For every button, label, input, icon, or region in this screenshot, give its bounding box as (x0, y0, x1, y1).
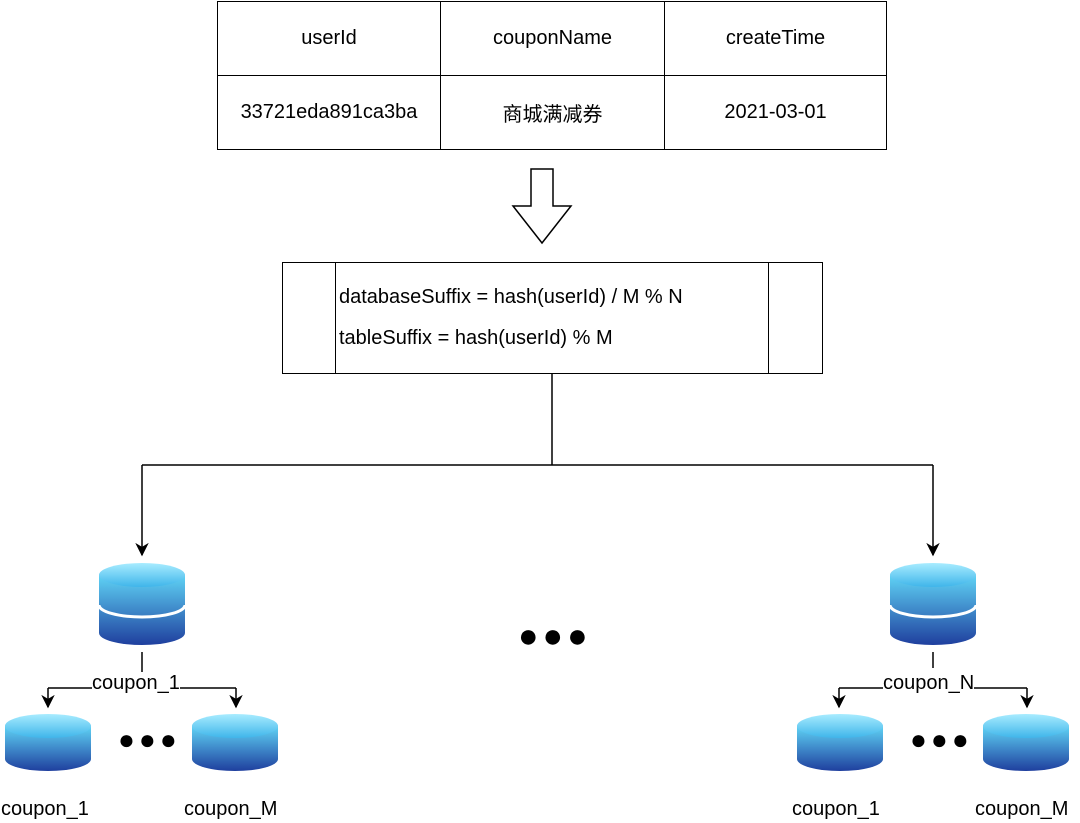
ellipsis: ●●● (518, 617, 592, 655)
database-label: coupon_1 (92, 672, 180, 694)
table-row: 33721eda891ca3ba 商城满减券 2021-03-01 (217, 75, 887, 150)
table-cell: 33721eda891ca3ba (217, 75, 441, 150)
table-disk-icon (192, 714, 278, 771)
formula-line: databaseSuffix = hash(userId) / M % N (339, 286, 683, 308)
table-label: coupon_1 (792, 798, 880, 820)
header-cell: createTime (664, 1, 887, 76)
database-label: coupon_N (883, 672, 975, 694)
table-label: coupon_M (184, 798, 278, 820)
hollow-down-arrow (511, 168, 573, 245)
formula-line: tableSuffix = hash(userId) % M (339, 327, 613, 349)
header-cell: couponName (440, 1, 665, 76)
header-cell: userId (217, 1, 441, 76)
table-cell: 商城满减券 (440, 75, 665, 150)
table-header-row: userId couponName createTime (217, 1, 887, 76)
table-label: coupon_M (975, 798, 1069, 820)
ellipsis: ●●● (910, 724, 973, 755)
database-icon (888, 563, 978, 645)
table-cell: 2021-03-01 (664, 75, 887, 150)
table-disk-icon (983, 714, 1069, 771)
database-icon (97, 563, 187, 645)
table-label: coupon_1 (1, 798, 89, 820)
table-disk-icon (5, 714, 91, 771)
routing-formula-box: databaseSuffix = hash(userId) / M % N ta… (282, 262, 823, 374)
ellipsis: ●●● (118, 724, 181, 755)
record-table: userId couponName createTime 33721eda891… (217, 1, 887, 150)
table-disk-icon (797, 714, 883, 771)
